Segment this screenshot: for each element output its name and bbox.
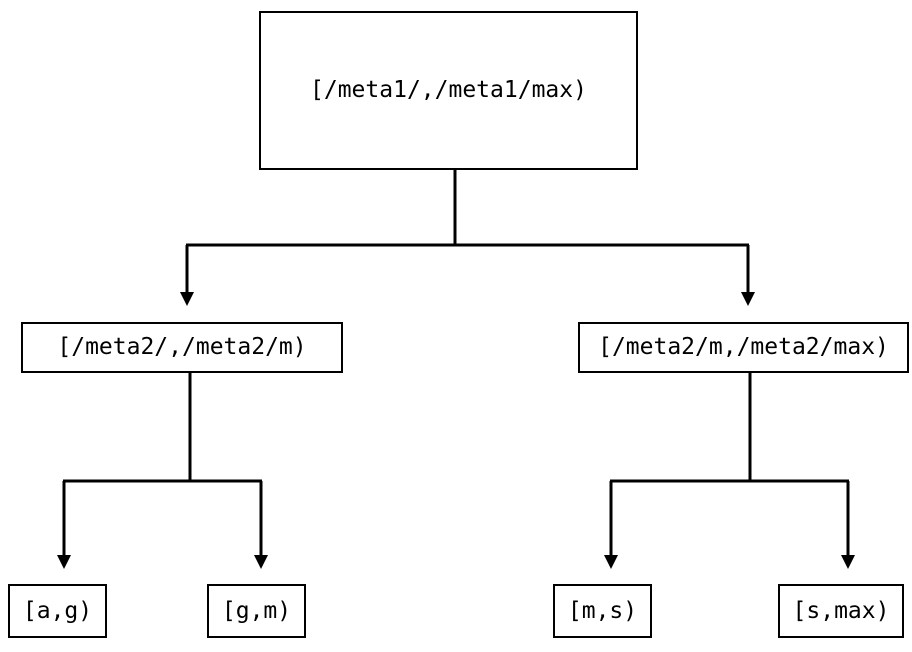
node-mid-right[interactable]: [/meta2/m,/meta2/max) xyxy=(578,322,909,373)
node-root[interactable]: [/meta1/,/meta1/max) xyxy=(259,11,638,170)
arrowhead-down-icon-root-to-mid-left xyxy=(180,292,194,306)
node-leaf-gm[interactable]: [g,m) xyxy=(207,584,306,638)
node-root-label: [/meta1/,/meta1/max) xyxy=(310,77,587,103)
node-leaf-ms[interactable]: [m,s) xyxy=(553,584,652,638)
node-mid-left-label: [/meta2/,/meta2/m) xyxy=(57,334,307,360)
node-leaf-ms-label: [m,s) xyxy=(567,597,638,624)
node-leaf-ag-label: [a,g) xyxy=(22,597,93,624)
node-leaf-gm-label: [g,m) xyxy=(221,597,292,624)
node-leaf-smax-label: [s,max) xyxy=(792,597,890,624)
arrowhead-down-icon-mid-left-to-ag xyxy=(57,555,71,569)
arrowhead-down-icon-root-to-mid-right xyxy=(741,292,755,306)
arrowhead-down-icon-mid-right-to-smax xyxy=(841,555,855,569)
node-mid-right-label: [/meta2/m,/meta2/max) xyxy=(598,334,889,360)
node-leaf-smax[interactable]: [s,max) xyxy=(778,584,904,638)
arrowhead-down-icon-mid-right-to-ms xyxy=(604,555,618,569)
arrowhead-down-icon-mid-left-to-gm xyxy=(254,555,268,569)
node-mid-left[interactable]: [/meta2/,/meta2/m) xyxy=(21,322,343,373)
node-leaf-ag[interactable]: [a,g) xyxy=(8,584,107,638)
